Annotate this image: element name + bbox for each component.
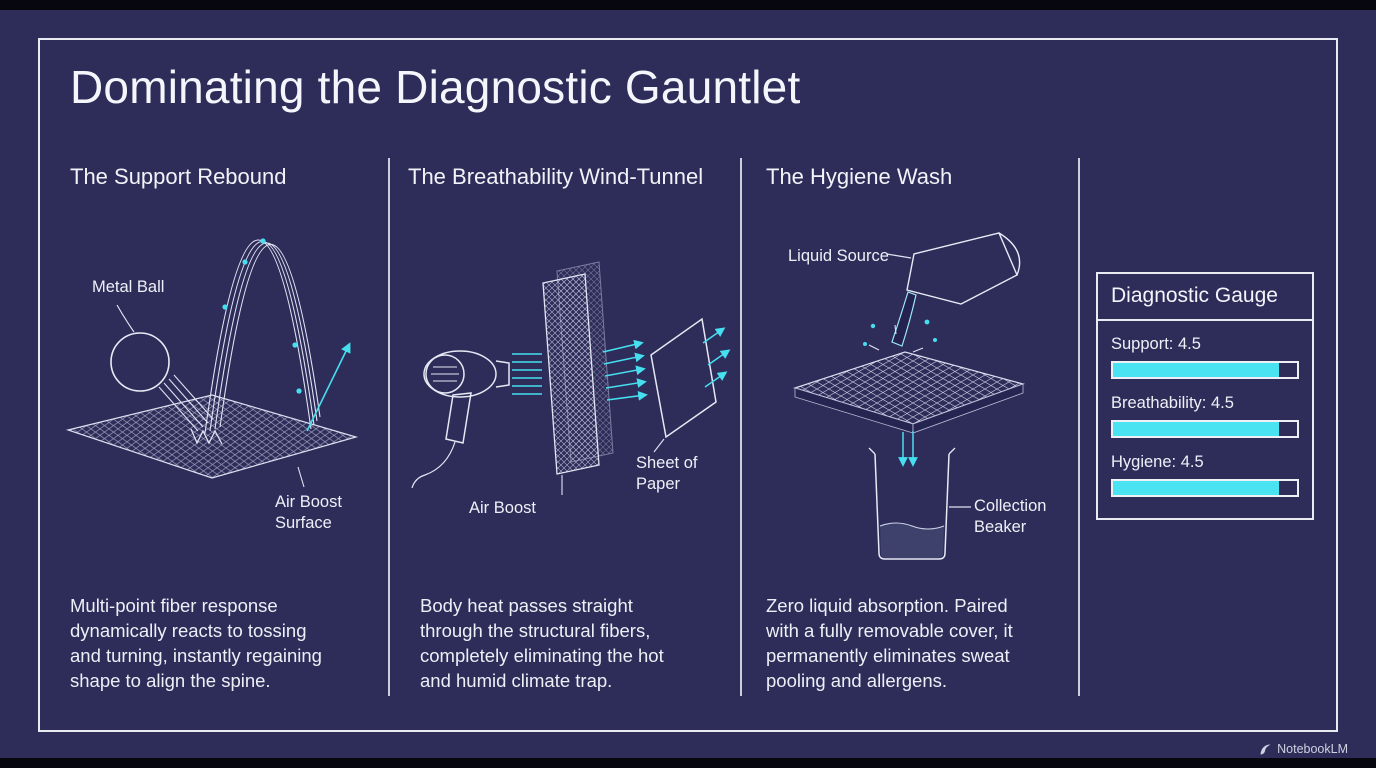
trajectory-dots (222, 238, 302, 394)
notebooklm-logo-icon (1260, 744, 1271, 754)
gauge-metric-hygiene: Hygiene: 4.5 (1111, 453, 1299, 497)
collection-beaker-label: Collection Beaker (974, 497, 1047, 536)
breathability-description: Body heat passes straight through the st… (420, 595, 664, 691)
diagnostic-gauge-panel: Diagnostic Gauge Support: 4.5 Breathabil… (1096, 272, 1314, 520)
sheet-label-line (653, 438, 665, 453)
metal-ball-label: Metal Ball (92, 278, 165, 296)
air-boost-surface-label: Air Boost Surface (275, 493, 342, 532)
gauge-metric-label: Breathability: 4.5 (1111, 394, 1234, 412)
liquid-source-label: Liquid Source (788, 247, 889, 265)
support-rebound-illustration: Metal Ball Air Boost Surface (55, 215, 375, 550)
panel-divider (1078, 158, 1080, 696)
honeycomb-layer (793, 351, 1025, 434)
gauge-title: Diagnostic Gauge (1098, 274, 1312, 321)
gauge-metric-breathability: Breathability: 4.5 (1111, 394, 1299, 438)
hygiene-description: Zero liquid absorption. Paired with a fu… (766, 595, 1013, 691)
breathability-illustration: Air Boost Sheet of Paper (405, 255, 740, 560)
airflow-lines (512, 353, 542, 395)
metal-ball-icon (110, 304, 170, 392)
gauge-bar (1111, 479, 1299, 497)
panel-header-breathability: The Breathability Wind-Tunnel (408, 164, 704, 189)
outer-frame (38, 38, 1338, 732)
gauge-bar (1111, 361, 1299, 379)
letterbox-bottom (0, 758, 1376, 768)
drain-streams (898, 431, 918, 467)
air-boost-label: Air Boost (469, 499, 536, 517)
pour-stream (863, 291, 937, 353)
gauge-bar-fill (1113, 363, 1279, 377)
support-description: Multi-point fiber response dynamically r… (70, 595, 322, 691)
letterbox-top (0, 0, 1376, 10)
source-label-line (886, 253, 912, 259)
drop-trajectory-lines (158, 374, 223, 445)
airflow-past-sheet (702, 327, 731, 388)
sheet-of-paper-label: Sheet of Paper (636, 454, 698, 493)
watermark: NotebookLM (1259, 742, 1348, 756)
panel-divider (740, 158, 742, 696)
gauge-metric-support: Support: 4.5 (1111, 335, 1299, 379)
liquid-pitcher-icon (906, 232, 1021, 305)
surface-label-line (297, 466, 305, 488)
beaker-liquid (880, 523, 944, 558)
rebound-arrow (306, 342, 351, 432)
watermark-text: NotebookLM (1277, 742, 1348, 756)
airflow-through (602, 339, 648, 401)
mesh-panel (542, 261, 614, 475)
panel-header-hygiene: The Hygiene Wash (766, 164, 953, 189)
page-title: Dominating the Diagnostic Gauntlet (70, 61, 801, 113)
gauge-metric-label: Hygiene: 4.5 (1111, 453, 1204, 471)
panel-divider (388, 158, 390, 696)
hair-dryer-icon (411, 350, 510, 489)
paper-sheet (650, 317, 717, 439)
collection-beaker-icon (868, 447, 956, 560)
gauge-bar-fill (1113, 481, 1279, 495)
gauge-metric-label: Support: 4.5 (1111, 335, 1201, 353)
gauge-bar-fill (1113, 422, 1279, 436)
hygiene-wash-illustration: Liquid Source Collection Beaker (775, 228, 1070, 573)
gauge-bar (1111, 420, 1299, 438)
panel-header-support: The Support Rebound (70, 164, 287, 189)
